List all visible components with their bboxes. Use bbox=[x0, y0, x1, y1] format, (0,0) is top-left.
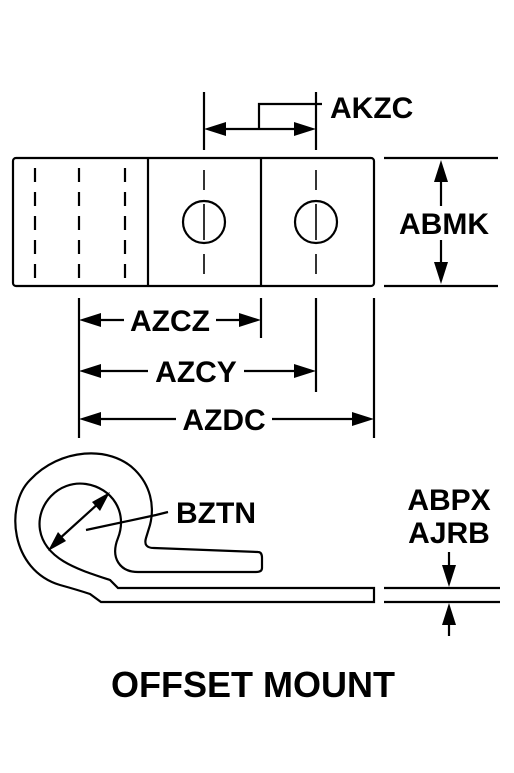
dimension-akzc: AKZC bbox=[202, 92, 413, 150]
abpx-label: ABPX bbox=[407, 484, 490, 517]
akzc-leader bbox=[257, 102, 322, 129]
azdc-label: AZDC bbox=[182, 404, 265, 437]
abmk-arrowhead-bottom bbox=[434, 262, 448, 284]
dimension-azcy: AZCY bbox=[79, 356, 316, 389]
abmk-label: ABMK bbox=[399, 208, 489, 241]
azcy-label: AZCY bbox=[155, 356, 237, 389]
dimension-abpx-ajrb: ABPX AJRB bbox=[384, 484, 500, 636]
akzc-arrowhead-left bbox=[204, 122, 226, 136]
drawing-caption: OFFSET MOUNT bbox=[111, 664, 395, 705]
clamp-side-profile bbox=[14, 452, 376, 604]
bztn-leader bbox=[85, 510, 169, 532]
thickness-arrowhead-bottom bbox=[442, 603, 456, 625]
dimension-abmk: ABMK bbox=[384, 156, 498, 288]
dimension-azdc: AZDC bbox=[79, 404, 374, 437]
mounting-hole-right bbox=[293, 199, 339, 245]
akzc-label: AKZC bbox=[330, 92, 413, 125]
azdc-arrowhead-left bbox=[79, 412, 101, 426]
dimension-azcz: AZCZ bbox=[79, 305, 261, 338]
bztn-arrowhead-lower bbox=[48, 532, 66, 551]
top-view bbox=[11, 156, 376, 288]
mounting-hole-left bbox=[181, 199, 227, 245]
ajrb-label: AJRB bbox=[408, 517, 490, 550]
bztn-label: BZTN bbox=[176, 497, 256, 530]
bztn-arrowhead-upper bbox=[92, 492, 110, 511]
akzc-arrowhead-right bbox=[294, 122, 316, 136]
azcz-arrowhead-left bbox=[79, 313, 101, 327]
azcz-label: AZCZ bbox=[130, 305, 210, 338]
thickness-arrowhead-top bbox=[442, 565, 456, 587]
bztn-diameter-line bbox=[57, 501, 101, 541]
side-view: BZTN bbox=[14, 452, 376, 604]
azcz-arrowhead-right bbox=[239, 313, 261, 327]
abmk-arrowhead-top bbox=[434, 160, 448, 182]
clamp-body-outline bbox=[11, 156, 376, 288]
azdc-arrowhead-right bbox=[352, 412, 374, 426]
azcy-arrowhead-left bbox=[79, 364, 101, 378]
azcy-arrowhead-right bbox=[294, 364, 316, 378]
